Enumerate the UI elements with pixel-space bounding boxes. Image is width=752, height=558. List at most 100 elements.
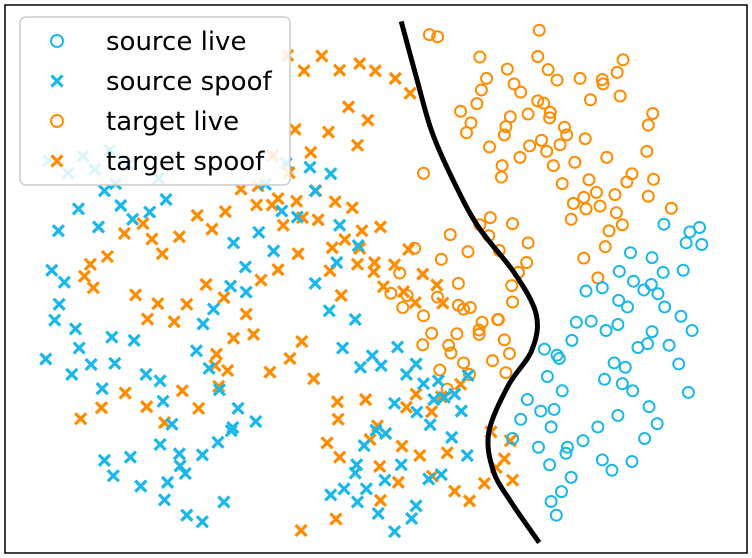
source-spoof-point — [387, 396, 402, 411]
target-spoof-point — [387, 258, 402, 272]
target-live-point — [460, 126, 474, 140]
target-spoof-point — [83, 257, 97, 271]
target-live-point — [532, 23, 546, 37]
target-live-point — [499, 366, 513, 380]
source-live-point — [676, 263, 690, 277]
target-live-point — [451, 276, 465, 290]
target-spoof-point — [350, 138, 365, 152]
source-spoof-point — [217, 495, 231, 509]
target-spoof-point — [402, 242, 416, 257]
target-live-point — [640, 144, 654, 158]
target-live-point — [507, 77, 521, 91]
target-spoof-point — [145, 232, 159, 246]
source-spoof-point — [211, 435, 225, 449]
source-live-point — [626, 384, 640, 398]
source-spoof-point — [437, 390, 451, 404]
target-live-point — [531, 50, 545, 64]
source-spoof-point — [434, 468, 448, 482]
source-spoof-point — [143, 205, 157, 219]
source-live-point — [657, 217, 671, 231]
source-spoof-point — [106, 469, 120, 483]
source-spoof-point — [206, 302, 221, 316]
source-spoof-point — [410, 405, 424, 419]
source-spoof-point — [125, 212, 140, 226]
target-spoof-point — [425, 404, 439, 419]
target-spoof-point — [190, 208, 204, 223]
source-spoof-point — [404, 511, 419, 526]
source-spoof-point — [212, 383, 227, 397]
source-spoof-point — [48, 313, 62, 327]
source-spoof-point — [172, 447, 187, 461]
source-live-point — [645, 325, 659, 339]
target-live-point — [416, 309, 430, 323]
target-live-point — [578, 132, 592, 146]
target-spoof-point — [330, 395, 345, 409]
target-live-point — [595, 73, 609, 87]
source-live-point — [565, 333, 579, 347]
legend-marker-source-spoof — [50, 74, 64, 88]
target-live-point — [444, 346, 458, 360]
target-spoof-point — [246, 327, 261, 341]
target-live-point — [422, 28, 436, 42]
source-spoof-point — [374, 358, 388, 373]
source-live-point — [625, 454, 639, 468]
source-spoof-point — [52, 297, 66, 311]
target-live-point — [472, 323, 486, 337]
source-spoof-point — [97, 184, 112, 198]
source-spoof-point — [153, 437, 167, 452]
source-spoof-point — [448, 387, 462, 401]
source-spoof-point — [322, 304, 336, 318]
target-live-point — [442, 338, 456, 352]
target-spoof-point — [192, 401, 206, 415]
target-spoof-point — [136, 217, 150, 231]
source-spoof-point — [95, 381, 109, 396]
target-spoof-point — [430, 278, 444, 292]
source-spoof-point — [108, 356, 122, 371]
source-spoof-point — [427, 392, 441, 407]
source-live-point — [559, 446, 573, 460]
target-spoof-point — [218, 204, 233, 219]
target-spoof-point — [175, 384, 189, 398]
source-spoof-point — [72, 341, 86, 355]
target-live-point — [454, 104, 468, 118]
source-live-point — [683, 225, 697, 239]
source-live-point — [615, 377, 629, 391]
target-live-point — [506, 217, 520, 231]
target-spoof-point — [140, 400, 154, 414]
target-spoof-point — [331, 412, 345, 426]
target-spoof-point — [217, 291, 231, 305]
source-spoof-point — [238, 260, 253, 274]
source-spoof-point — [114, 198, 128, 213]
target-live-point — [664, 201, 678, 215]
target-live-point — [540, 144, 554, 158]
legend-marker-target-live — [50, 114, 64, 128]
target-spoof-point — [140, 312, 155, 326]
target-spoof-point — [368, 64, 382, 78]
target-spoof-point — [334, 288, 348, 303]
target-spoof-point — [172, 230, 187, 244]
target-live-point — [593, 199, 607, 213]
scatter-points — [39, 23, 709, 539]
source-spoof-point — [390, 340, 405, 354]
target-spoof-point — [338, 232, 352, 247]
source-spoof-point — [202, 361, 216, 375]
source-spoof-point — [422, 472, 436, 486]
source-live-point — [569, 315, 583, 329]
source-spoof-point — [160, 475, 175, 489]
target-spoof-point — [358, 392, 373, 407]
source-spoof-point — [308, 276, 322, 291]
target-spoof-point — [315, 49, 329, 63]
decision-boundary-curve — [398, 20, 542, 545]
source-live-point — [645, 251, 659, 265]
source-spoof-point — [68, 322, 83, 336]
source-live-point — [564, 470, 578, 484]
source-live-point — [621, 300, 635, 314]
target-spoof-point — [205, 222, 219, 236]
legend-label-source-spoof: source spoof — [106, 67, 272, 97]
source-live-point — [560, 440, 574, 454]
source-spoof-point — [189, 344, 204, 358]
target-live-point — [416, 338, 430, 352]
target-spoof-point — [448, 484, 462, 498]
target-live-point — [615, 218, 629, 232]
target-live-point — [485, 354, 499, 368]
